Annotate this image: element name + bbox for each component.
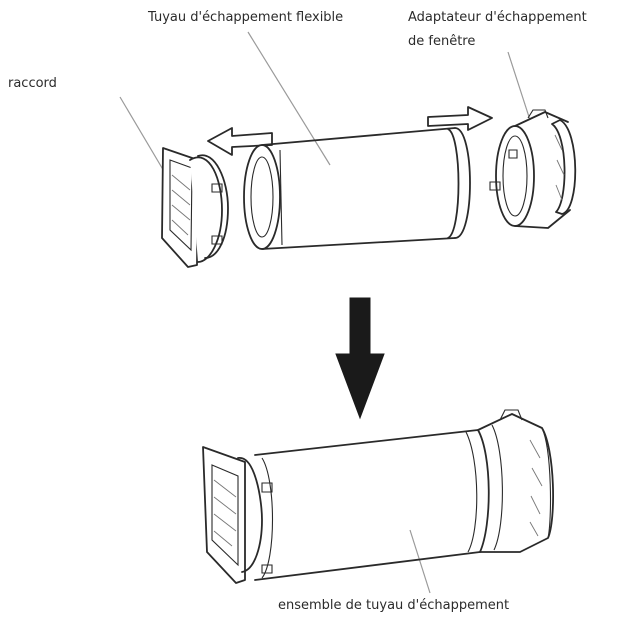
right-outline-arrow-icon <box>427 106 493 131</box>
label-connector: raccord <box>8 76 57 91</box>
assembled-hose-part <box>202 409 554 584</box>
connector-part <box>161 147 229 268</box>
flexible-hose-part <box>243 127 471 250</box>
leader-connector <box>119 96 169 179</box>
down-arrow-icon <box>335 297 385 420</box>
label-window-adapter-line2: de fenêtre <box>408 34 476 49</box>
left-outline-arrow-icon <box>207 127 273 156</box>
leader-window-adapter <box>507 51 531 121</box>
label-hose-assembly: ensemble de tuyau d'échappement <box>278 598 510 613</box>
label-window-adapter-line1: Adaptateur d'échappement <box>408 10 587 25</box>
leader-assembly <box>409 529 431 594</box>
window-adapter-part <box>489 109 577 229</box>
leader-hose <box>247 31 331 166</box>
label-flexible-hose: Tuyau d'échappement flexible <box>148 10 344 25</box>
